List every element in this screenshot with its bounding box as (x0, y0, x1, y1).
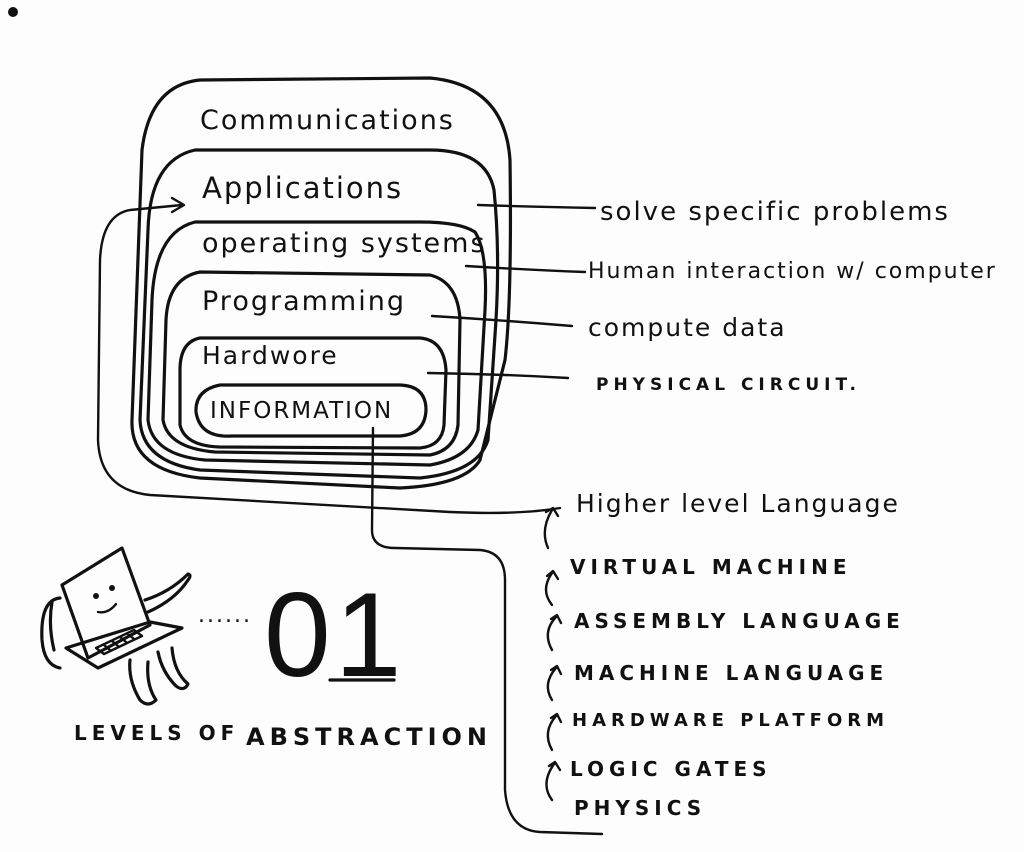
laptop-arm-right (143, 572, 192, 614)
title-abstraction: ABSTRACTION (246, 723, 492, 751)
title-levels-of: LEVELS OF (74, 721, 239, 745)
nested-layers (130, 76, 513, 490)
dotted-connector: ...... (198, 603, 252, 628)
layer-label-programming: Programming (202, 286, 406, 317)
information-to-physics-line (370, 426, 604, 836)
laptop-arm-left-inner (48, 600, 56, 652)
laptop-arm-left (40, 596, 62, 670)
layer-hardware-boundary (178, 336, 448, 450)
stack-virtual-machine: VIRTUAL MACHINE (570, 555, 852, 579)
connector-applications (476, 203, 597, 210)
stack-arrow-3 (546, 613, 563, 652)
layer-label-applications: Applications (202, 171, 403, 205)
description-connectors (426, 203, 597, 380)
laptop-leg-left (128, 658, 158, 706)
stack-higher-level-language: Higher level Language (576, 489, 900, 518)
big-binary-number: 01 (264, 568, 405, 702)
desc-human-interaction: Human interaction w/ computer (588, 259, 997, 284)
connector-hardware (426, 371, 570, 380)
layer-label-operating-systems: operating systems (202, 228, 487, 259)
connector-programming (430, 314, 574, 328)
desc-compute-data: compute data (588, 313, 787, 342)
arrow-head-applications-icon (170, 196, 186, 214)
stack-arrows (543, 506, 563, 802)
stack-arrow-6 (545, 760, 562, 802)
pin-dot-icon (8, 7, 18, 17)
stack-arrow-4 (546, 664, 563, 702)
loop-to-applications (96, 203, 562, 515)
layer-communications-boundary (130, 76, 513, 490)
stack-arrow-1 (543, 506, 560, 550)
laptop-eye-right-icon (109, 585, 115, 591)
layer-label-communications: Communications (200, 105, 455, 136)
laptop-character-icon (40, 546, 192, 706)
connector-operating-systems (464, 264, 587, 274)
stack-arrow-5 (546, 712, 563, 752)
laptop-eye-left-icon (93, 593, 99, 599)
stack-arrow-2 (544, 569, 560, 607)
stack-logic-gates: LOGIC GATES (570, 757, 772, 781)
layer-information-boundary (194, 383, 428, 438)
layer-applications-boundary (138, 148, 500, 480)
stack-physics: PHYSICS (574, 796, 706, 820)
stack-machine-language: MACHINE LANGUAGE (574, 661, 888, 685)
desc-solve-specific-problems: solve specific problems (600, 197, 950, 227)
laptop-keyboard-icon (94, 628, 144, 656)
layer-programming-boundary (161, 270, 462, 457)
desc-physical-circuit: PHYSICAL CIRCUIT. (596, 375, 861, 395)
layer-label-information: INFORMATION (210, 398, 393, 424)
layer-operating-systems-boundary (146, 220, 488, 467)
stack-assembly-language: ASSEMBLY LANGUAGE (574, 609, 905, 633)
laptop-screen (60, 546, 152, 660)
laptop-leg-right (156, 646, 190, 691)
layer-label-hardware: Hardwore (202, 341, 339, 370)
laptop-smile-icon (96, 602, 118, 614)
stack-hardware-platform: HARDWARE PLATFORM (572, 710, 889, 731)
laptop-base (64, 620, 184, 670)
